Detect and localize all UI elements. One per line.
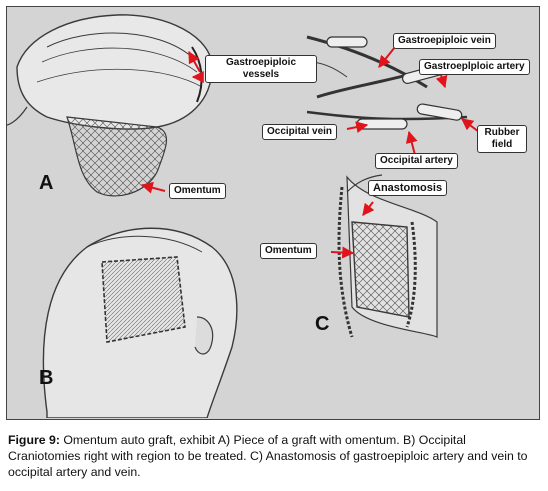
- label-omentum-a: Omentum: [169, 183, 226, 199]
- label-anastomosis: Anastomosis: [368, 180, 448, 196]
- label-gastroepiploic-vein: Gastroepiploic vein: [393, 33, 496, 49]
- panel-vessels-drawing: [286, 35, 468, 130]
- panel-c-drawing: [337, 174, 438, 338]
- label-line: vessels: [242, 69, 280, 80]
- label-occipital-vein: Occipital vein: [262, 124, 338, 140]
- panel-letter-b: B: [39, 367, 54, 389]
- panel-letter-c: C: [315, 313, 330, 335]
- label-occipital-artery: Occipital artery: [375, 153, 458, 169]
- label-rubber-field: Rubber field: [477, 125, 527, 153]
- label-gastroepiploic-vessels: Gastroepiploic vessels: [205, 55, 317, 83]
- caption-text: Omentum auto graft, exhibit A) Piece of …: [8, 433, 528, 479]
- figure-illustration: [7, 14, 480, 418]
- figure-caption: Figure 9: Omentum auto graft, exhibit A)…: [8, 432, 538, 480]
- caption-prefix: Figure 9:: [8, 433, 60, 447]
- label-gastroepiploic-artery: Gastroeplploic artery: [419, 59, 530, 75]
- label-omentum-c: Omentum: [260, 243, 317, 259]
- label-line: field: [491, 139, 513, 150]
- figure-frame: Gastroepiploic vessels Omentum Gastroepi…: [6, 6, 540, 420]
- panel-b-drawing: [42, 227, 238, 418]
- panel-letter-a: A: [39, 172, 54, 194]
- label-line: Gastroepiploic: [225, 57, 296, 68]
- label-line: Rubber: [484, 127, 520, 138]
- panel-a-drawing: [7, 14, 213, 197]
